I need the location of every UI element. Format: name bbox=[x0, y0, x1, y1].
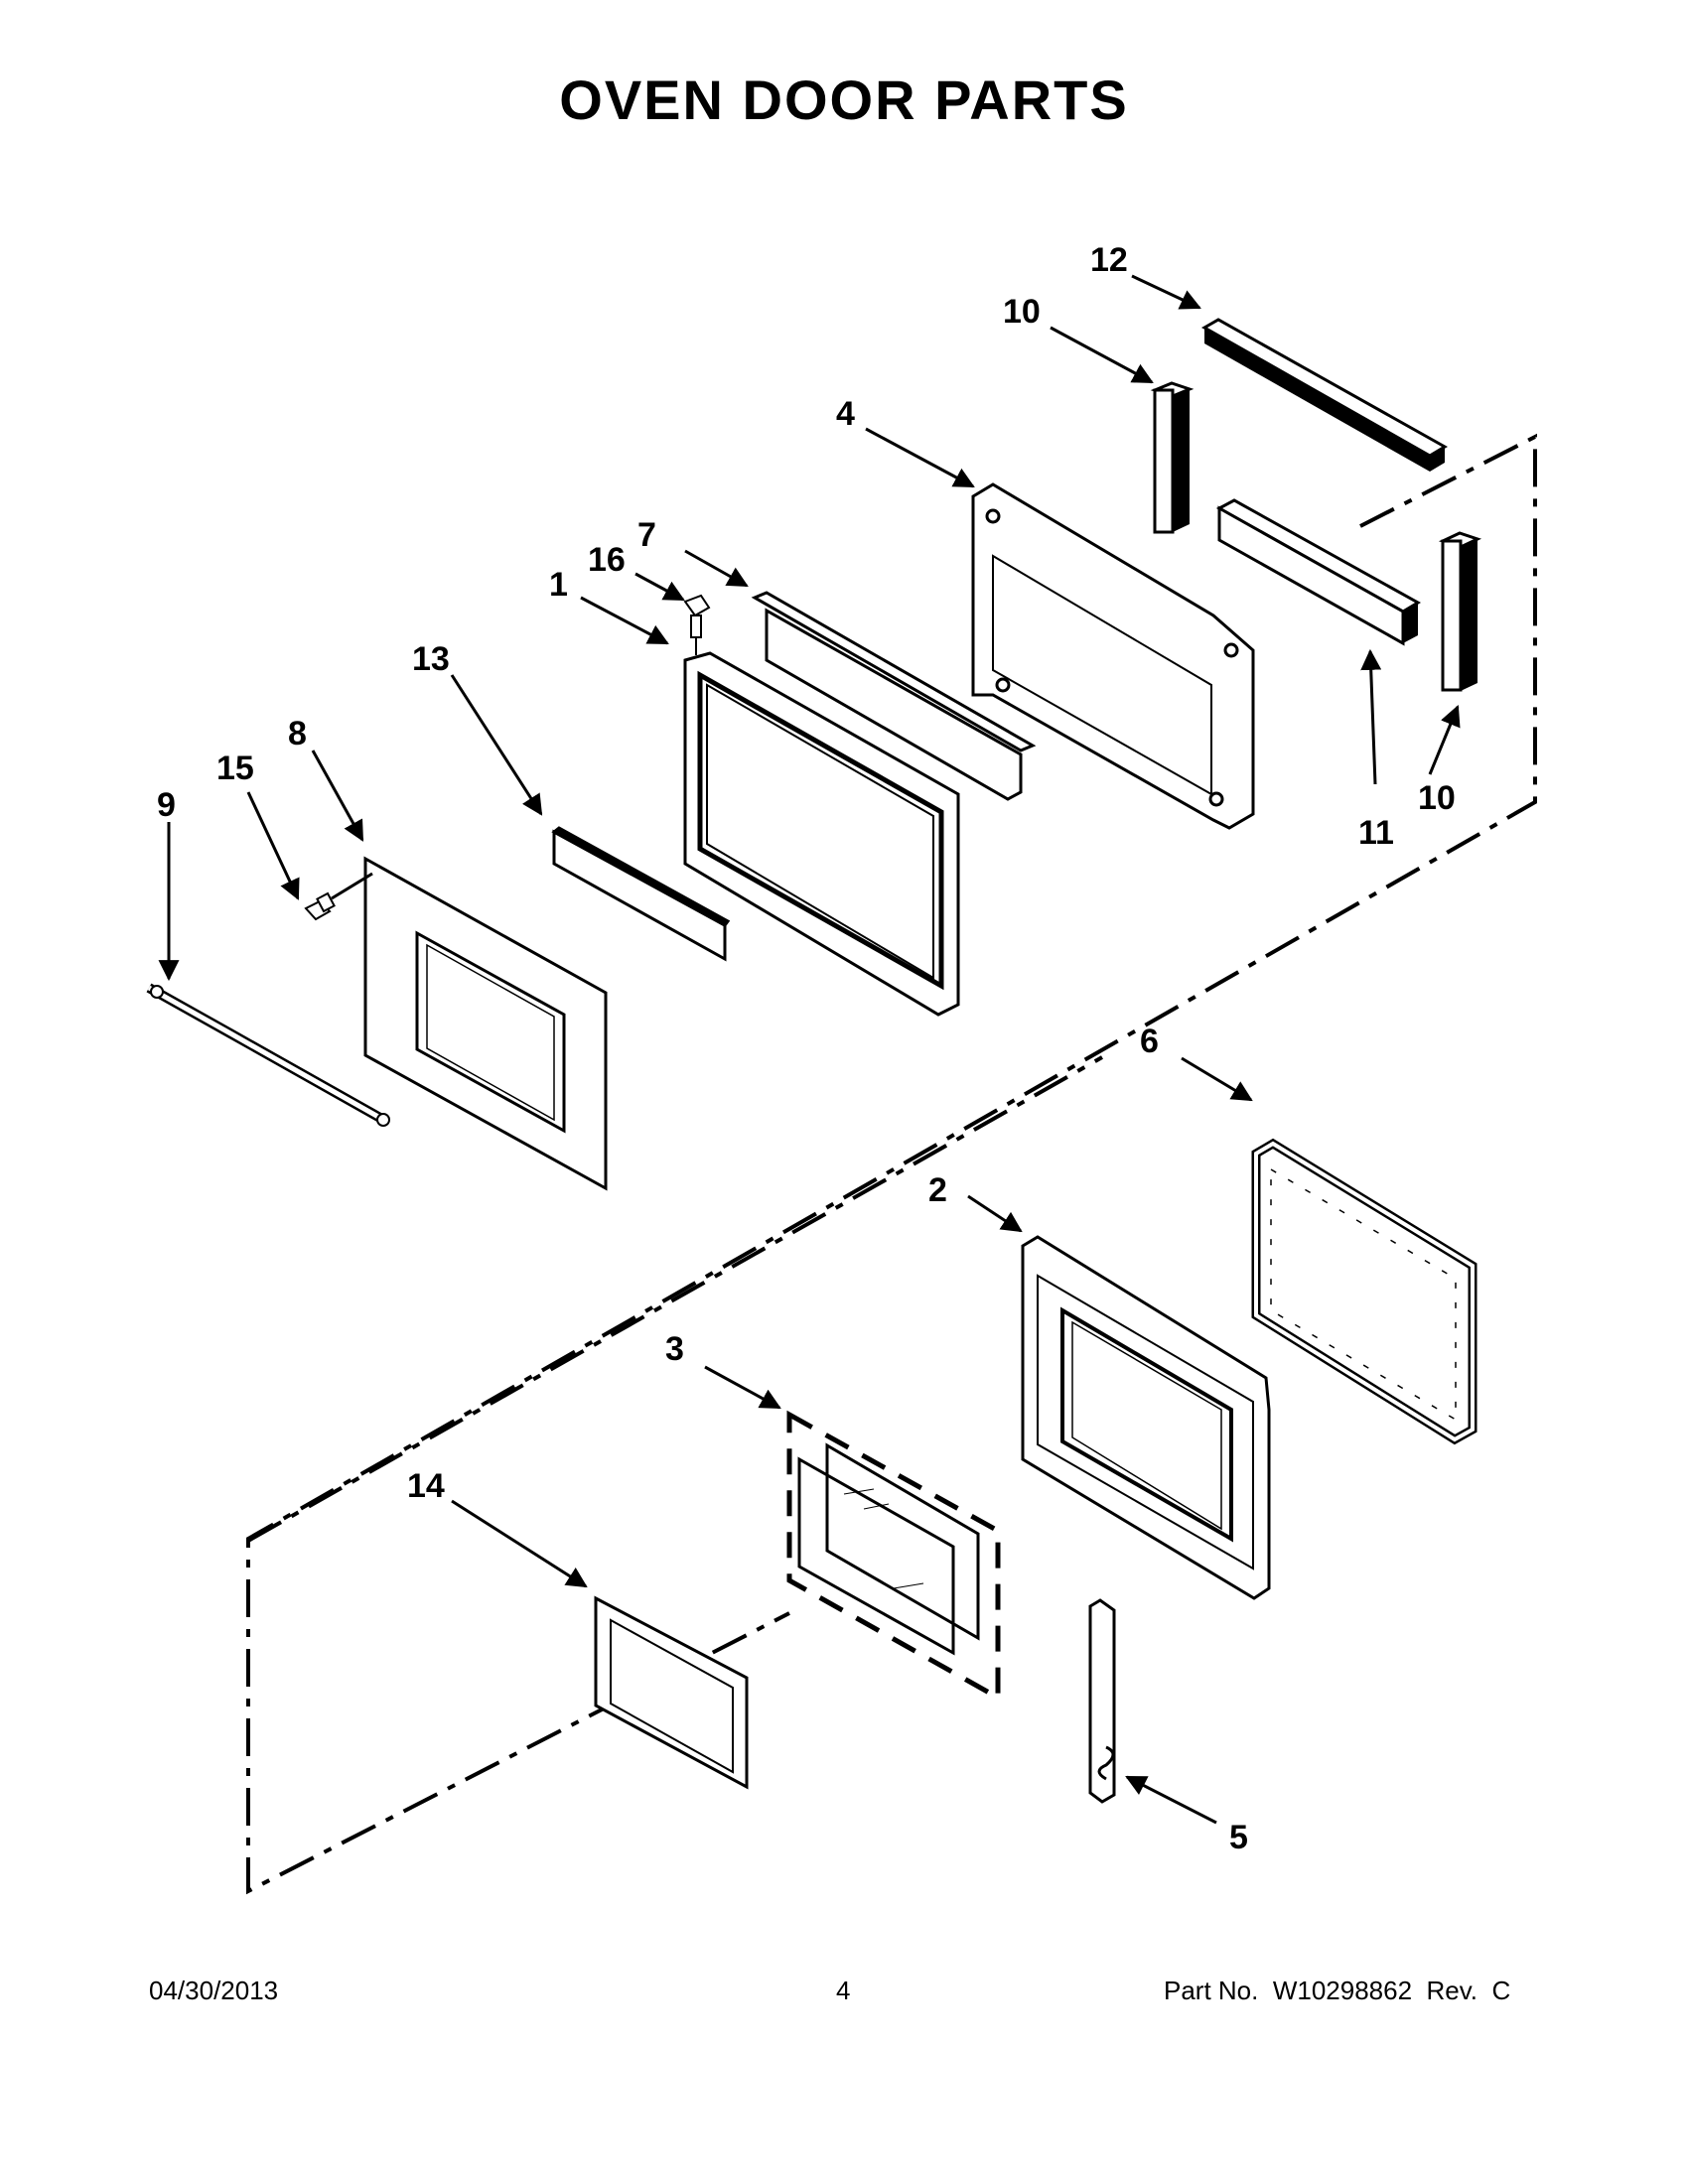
callout-labels: 12 10 4 7 16 1 13 8 15 9 11 10 6 2 3 14 … bbox=[157, 241, 1456, 1856]
callout-2: 2 bbox=[928, 1171, 947, 1209]
callout-13: 13 bbox=[412, 640, 450, 678]
footer-date: 04/30/2013 bbox=[149, 1976, 279, 2005]
part-16-screw[interactable] bbox=[683, 594, 711, 655]
part-11-bottom-trim[interactable] bbox=[1215, 498, 1421, 646]
callout-12: 12 bbox=[1090, 241, 1128, 279]
callout-10-lower: 10 bbox=[1418, 779, 1456, 817]
callout-3: 3 bbox=[665, 1330, 684, 1368]
part-14-inner-glass[interactable] bbox=[594, 1595, 749, 1790]
callout-15: 15 bbox=[216, 750, 254, 787]
callout-6: 6 bbox=[1140, 1023, 1159, 1060]
part-15-screw[interactable] bbox=[304, 872, 373, 921]
part-13-bracket[interactable] bbox=[551, 826, 731, 962]
callout-8: 8 bbox=[288, 715, 307, 752]
callout-10-upper: 10 bbox=[1003, 293, 1041, 331]
part-9-handle[interactable] bbox=[146, 983, 390, 1127]
part-7-bracket[interactable] bbox=[751, 591, 1037, 801]
callout-9: 9 bbox=[157, 786, 176, 824]
part-3-glass-pack[interactable] bbox=[786, 1410, 1001, 1703]
part-10-side-trim-right[interactable] bbox=[1438, 531, 1482, 692]
part-4-door-panel[interactable] bbox=[971, 482, 1255, 830]
callout-14: 14 bbox=[407, 1467, 445, 1505]
part-5-hinge[interactable] bbox=[1088, 1598, 1116, 1804]
part-12-top-trim[interactable] bbox=[1200, 318, 1448, 472]
callout-11: 11 bbox=[1358, 814, 1394, 852]
part-6-gasket[interactable] bbox=[1251, 1138, 1477, 1445]
page-title: OVEN DOOR PARTS bbox=[559, 68, 1129, 131]
part-8-outer-glass[interactable] bbox=[363, 856, 608, 1191]
part-2-door-liner[interactable] bbox=[1021, 1235, 1271, 1600]
part-10-side-trim-left[interactable] bbox=[1150, 381, 1195, 534]
callout-4: 4 bbox=[836, 395, 855, 433]
footer-part-number: Part No. W10298862 Rev. C bbox=[1164, 1976, 1511, 2005]
callout-7: 7 bbox=[637, 516, 656, 554]
callout-5: 5 bbox=[1229, 1819, 1248, 1856]
part-1-door-frame[interactable] bbox=[683, 651, 960, 1017]
footer-page-number: 4 bbox=[836, 1976, 851, 2005]
callout-16: 16 bbox=[588, 541, 626, 579]
assembly-boundary bbox=[246, 433, 1537, 1895]
callout-1: 1 bbox=[549, 566, 568, 604]
callout-arrows bbox=[158, 274, 1461, 1825]
